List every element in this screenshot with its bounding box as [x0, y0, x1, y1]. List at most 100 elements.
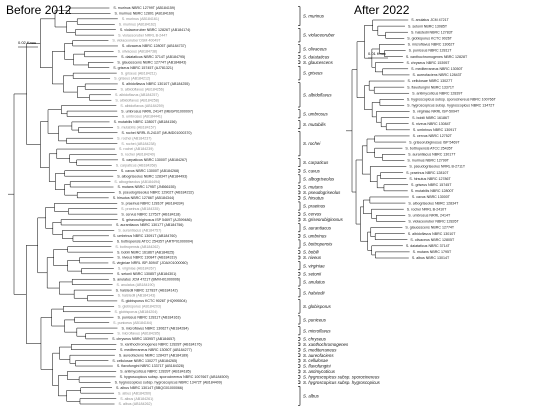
leaf-label: S. anulatus JCM 4721T — [411, 18, 449, 22]
clade-label: S. glaucescens — [303, 60, 334, 65]
leaf-label: S. daiataticus NBRC 3714T — [406, 244, 451, 248]
leaf-label: S. albidoflavus NBRC 13010T — [408, 232, 457, 236]
clade-label: S. hygroscopicus subsp. sporocinereus — [303, 374, 380, 379]
clade-label: S. globisporus — [303, 304, 332, 309]
leaf-label: S. albogriseolus NBRC 12834T — [408, 201, 459, 205]
clade-label: S. puniceus — [303, 318, 327, 323]
leaf-label: S. hygroscopicus subsp. sporocinereus NB… — [407, 98, 497, 102]
leaf-label: S. albidoflavus NBRC 13010T (AB184255) — [122, 82, 190, 86]
clade-label: S. cavus — [303, 168, 321, 173]
clade-label: S. niveus — [303, 255, 322, 260]
leaf-label: S. halstedii NBRC 12783T (AB184142) — [116, 288, 178, 292]
leaf-label: S. anulatus (AB184190) — [117, 283, 155, 287]
leaf-label: S. hirsutus NBRC 12786T (AB184344) — [113, 196, 174, 200]
leaf-label: S. puniceus (AB184164) — [113, 321, 152, 325]
leaf-label: S. rochei (AB184237) — [117, 136, 151, 140]
leaf-label: S. glaucescens NBRC 12774T (AB184843) — [117, 60, 186, 64]
clade-label: S. murinus — [303, 14, 325, 19]
leaf-label: S. puniceus NBRC 12811T — [409, 49, 453, 53]
leaf-label: S. olivaceus NBRC 12805T (AB184737) — [122, 44, 186, 48]
clade-label: S. olivaceus — [303, 46, 327, 51]
leaf-label: S. murinus (AB184161) — [122, 17, 159, 21]
leaf-label: S. flavofungini NBRC 13371T — [407, 85, 455, 89]
leaf-label: S. chryseus NBRC 15395T — [406, 61, 450, 65]
leaf-label: S. olivaceus NBRC 12805T — [410, 238, 455, 242]
clade-label: S. umbrosus — [303, 111, 328, 116]
leaf-label: S. niveus NBRC 13084T (AB184319) — [117, 256, 176, 260]
leaf-label: S. mutans NBRC 1795T (JN566155) — [117, 185, 175, 189]
clade-label: S. aurantiacus — [303, 225, 332, 230]
leaf-label: S. violaceoruber NBRC 12826T (AB184174) — [120, 28, 190, 32]
leaf-label: S. daiataticus NBRC 3714T (AB184795) — [121, 55, 185, 59]
leaf-label: S. griseorubiginosus ISP 5469T (AJ399486… — [122, 218, 192, 222]
leaf-label: S. hygroscopicus subsp. sporocinereus NB… — [120, 375, 229, 379]
leaf-label: S. cavus NBRC 13000T — [412, 195, 451, 199]
leaf-label: S. antimycoticus NBRC 12839T (AB184185) — [120, 370, 191, 374]
leaf-label: S. microflavus (AB184285) — [117, 332, 160, 336]
scale-label: 0.02 Knuc — [18, 40, 36, 45]
leaf-label: S. umbrinus NBRC 13091T — [413, 128, 457, 132]
leaf-label: S. halstedii NBRC 12783T — [411, 30, 454, 34]
clade-label: S. albus — [303, 393, 320, 398]
leaf-label: S. microflavus NBRC 13062T (AB184284) — [121, 326, 188, 330]
leaf-label: S. hygroscopicus subsp. hygroscopicus NB… — [407, 104, 495, 108]
leaf-label: S. rochei (AB184239) — [119, 147, 153, 151]
clade-label: S. rochei — [303, 141, 321, 146]
leaf-label: S. praeinus NBRC 12810T — [406, 171, 449, 175]
leaf-label: S. xanthochromogenes NBRC 12828T (AB1841… — [120, 343, 201, 347]
clade-label: S. umbrinus — [303, 233, 327, 238]
leaf-label: S. praeinus (AB184335) — [121, 207, 159, 211]
clade-label: S. cervus — [303, 212, 322, 217]
clade-label: S. xanthochromogenes — [303, 342, 349, 347]
leaf-label: S. murinus (AB184162) — [119, 22, 156, 26]
leaf-label: S. hygroscopicus subsp. hygroscopicus NB… — [115, 381, 222, 385]
leaf-label: S. umbrosus NRRL 2414T — [408, 213, 451, 217]
clade-label: S. mutabilis — [303, 122, 326, 127]
leaf-label: S. umbrosus NRRL 2414T (MBGP01000097) — [121, 109, 193, 113]
clade-label: S. albidoflavus — [303, 92, 332, 97]
leaf-label: S. globisporus KCTC 9026T — [407, 37, 453, 41]
leaf-label: S. mutans NBRC 1795T — [413, 250, 452, 254]
leaf-label: S. niveus NBRC 13084T — [412, 122, 452, 126]
leaf-label: S. umbrinus NBRC 13091T (AB184760) — [113, 234, 177, 238]
clade-label: S. violaceoruber — [303, 33, 335, 38]
clade-label: S. mediterraneus — [303, 347, 337, 352]
clade-label: S. griseus — [303, 71, 323, 76]
leaf-label: S. chryseus NBRC 15395T (AB184657) — [112, 337, 175, 341]
clade-label: S. bobili — [303, 250, 320, 255]
leaf-label: S. rochei (AB184238) — [121, 142, 155, 146]
clade-label: S. daiataticus — [303, 54, 330, 59]
clade-label: S. bottropensis — [303, 242, 333, 247]
leaf-label: S. aureofaciens NBRC 12843T — [413, 73, 463, 77]
panel-title-after: After 2022 — [354, 3, 410, 17]
leaf-label: S. violaceoruber DSM 40049T — [112, 39, 161, 43]
leaf-label: S. albogriseolus NBRC 12834T (AB184493) — [117, 174, 187, 178]
leaf-label: S. mediterraneus NBRC 13050T (AB184277) — [120, 348, 192, 352]
clade-label: S. aureofaciens — [303, 353, 334, 358]
leaf-label: S. cellulosae NBRC 13027T (AB184265) — [112, 359, 177, 363]
leaf-label: S. setonii NBRC 13085T (AB184301) — [117, 272, 176, 276]
leaf-label: S. xanthochromogenes NBRC 12828T — [406, 55, 468, 59]
leaf-label: S. mutabilis NBRC 12800T (AB184156) — [114, 120, 177, 124]
clade-label: S. hygroscopicus subsp. hygroscopicus — [303, 380, 381, 385]
leaf-label: S. virginiae (AB184267) — [118, 267, 156, 271]
leaf-label: S. setonii NBRC 13085T — [408, 24, 448, 28]
leaf-label: S. bobili NBRC 16186T (AB184625) — [117, 250, 174, 254]
leaf-label: S. rochei (AB184240) — [121, 153, 155, 157]
clade-label: S. chryseus — [303, 337, 327, 342]
leaf-label: S. albidoflavus (AB184259) — [120, 104, 164, 108]
clade-label: S. mutans — [303, 185, 324, 190]
leaf-label: S. antimycoticus NBRC 12839T — [412, 91, 463, 95]
leaf-label: S. cavus NBRC 13000T (AB184268) — [121, 169, 179, 173]
leaf-label: S. pseudogriseolus NRRL B-2711T — [409, 165, 466, 169]
leaf-label: S. violaceoruber NBRC 12826T — [408, 220, 459, 224]
leaf-label: S. bottropensis ATCC 25435T — [405, 146, 453, 150]
clade-label: S. virginiae — [303, 263, 325, 268]
leaf-label: S. bottropensis ATCC 25435T (ARTP0100000… — [117, 239, 193, 243]
leaf-label: S. albus (AB184260) — [118, 391, 151, 395]
leaf-label: S. mutabilis NBRC 12800T — [411, 189, 455, 193]
leaf-label: S. albidoflavus (AB184256) — [120, 88, 164, 92]
clade-label: S. carpaticus — [303, 160, 329, 165]
clade-label: S. flavofungini — [303, 364, 332, 369]
